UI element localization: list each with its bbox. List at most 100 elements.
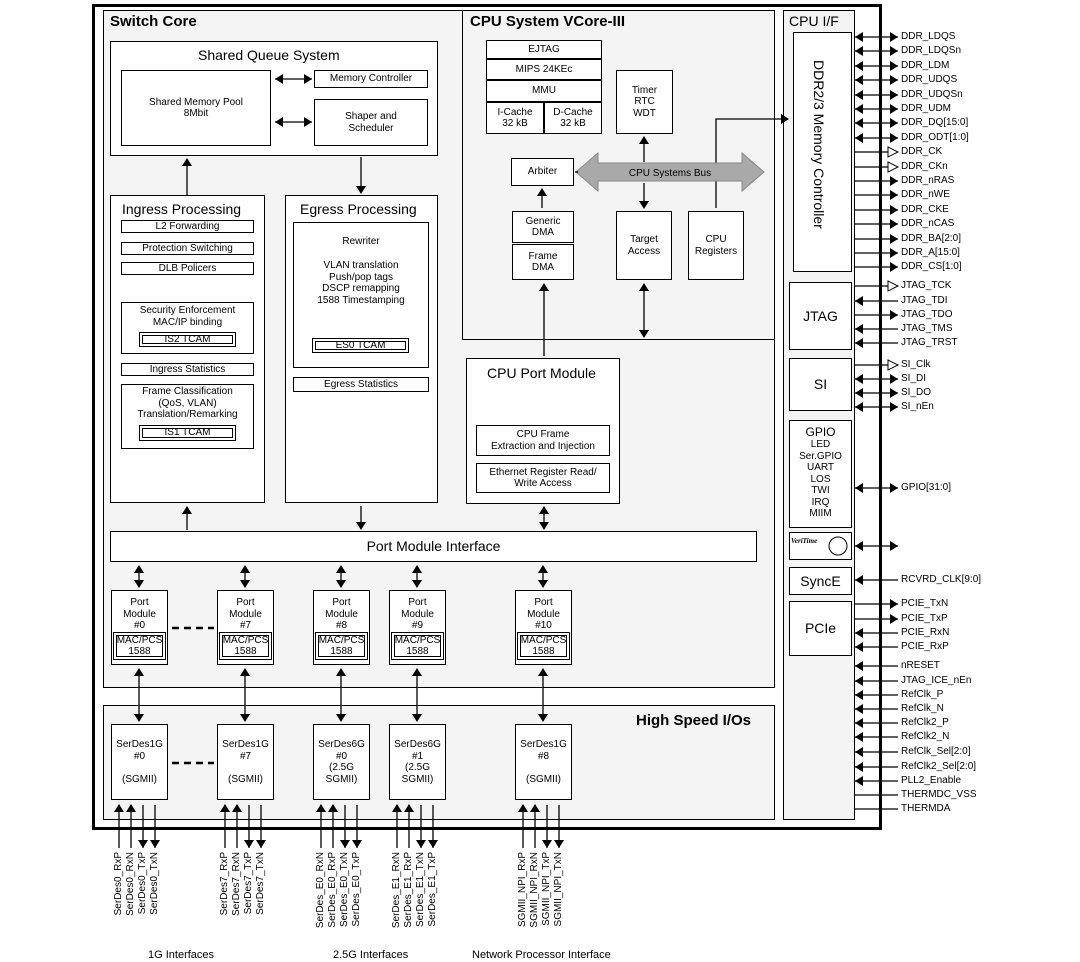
pin-label: PCIE_TxP [901, 613, 948, 624]
rewriter-body: VLAN translation Push/pop tags DSCP rema… [317, 260, 405, 306]
pin-label: DDR_LDQSn [901, 45, 962, 56]
pin-label: SI_Clk [901, 359, 931, 370]
arrowhead [416, 840, 426, 848]
arrowhead [356, 522, 366, 530]
arrowhead [538, 668, 548, 676]
pcie-block: PCIe [789, 601, 852, 656]
arrowhead [220, 804, 230, 812]
arrowhead [232, 804, 242, 812]
arrowhead [855, 324, 863, 334]
port-module-label: Port Module #8 [325, 597, 358, 631]
arrowhead [336, 565, 346, 573]
gpio-block [789, 420, 852, 528]
arrowhead [639, 283, 649, 291]
arrowhead [855, 776, 863, 786]
arrowhead [890, 118, 898, 128]
ddr-memory-controller [793, 32, 852, 272]
arrowhead [182, 158, 192, 166]
shared-memory-pool: Shared Memory Pool 8Mbit [121, 70, 271, 146]
arrowhead [855, 402, 863, 412]
arrowhead [404, 804, 414, 812]
generic-dma: Generic DMA [512, 211, 574, 243]
footer-1g-interfaces: 1G Interfaces [148, 949, 215, 961]
pin-label: PLL2_Enable [901, 775, 962, 786]
mips-24kec: MIPS 24KEc [486, 59, 602, 80]
pin-label: GPIO[31:0] [901, 482, 952, 493]
pin-label: JTAG_TDO [901, 309, 953, 320]
arrowhead [240, 580, 250, 588]
egress-title: Egress Processing [300, 201, 417, 217]
pin-label: JTAG_TRST [901, 337, 958, 348]
arrowhead [530, 804, 540, 812]
protection-switching: Protection Switching [121, 242, 254, 255]
arrowhead [890, 61, 898, 71]
l2-forwarding: L2 Forwarding [121, 220, 254, 233]
arrowhead [304, 117, 312, 127]
arrowhead [890, 248, 898, 258]
is1-tcam: IS1 TCAM [139, 425, 236, 441]
cpu-port-module-title: CPU Port Module [487, 365, 596, 381]
pin-label: THERMDC_VSS [901, 789, 977, 800]
pin-label: PCIE_TxN [901, 598, 949, 609]
ingress-title: Ingress Processing [122, 201, 242, 217]
arrowhead [855, 75, 863, 85]
mac-pcs-1588: MAC/PCS 1588 [391, 632, 444, 660]
arrowhead [542, 840, 552, 848]
port-module-label: Port Module #10 [527, 597, 560, 631]
arrowhead [890, 32, 898, 42]
arrowhead [890, 104, 898, 114]
pin-label: DDR_BA[2:0] [901, 233, 962, 244]
arrowhead [518, 804, 528, 812]
shaper-scheduler: Shaper and Scheduler [314, 99, 428, 146]
pin-label: DDR_A[15:0] [901, 247, 960, 258]
pin-label: SI_DI [901, 373, 927, 384]
arrowhead [890, 75, 898, 85]
arrowhead [182, 506, 192, 514]
cpu-if-title: CPU I/F [789, 13, 839, 29]
jtag-block: JTAG [789, 282, 852, 350]
ddr-label: DDR2/3 Memory Controller [811, 60, 827, 229]
arrowhead [890, 176, 898, 186]
arrowhead [138, 840, 148, 848]
pin-label: JTAG_ICE_nEn [901, 675, 972, 686]
arrowhead [412, 565, 422, 573]
pin-label: DDR_ODT[1:0] [901, 132, 969, 143]
serdes-block-0: SerDes1G #0 (SGMII) [111, 724, 168, 800]
arrowhead [639, 330, 649, 338]
arrowhead [134, 714, 144, 722]
arrowhead [855, 118, 863, 128]
port-module-interface: Port Module Interface [110, 531, 757, 562]
arrowhead [356, 186, 366, 194]
pin-label: RefClk_Sel[2:0] [901, 746, 971, 757]
arrowhead [890, 483, 898, 493]
pin-label: DDR_nCAS [901, 218, 955, 229]
arrowhead [890, 205, 898, 215]
cpu-registers: CPU Registers [688, 211, 744, 280]
arrowhead [855, 90, 863, 100]
shared-queue-title: Shared Queue System [198, 47, 340, 63]
arrowhead [855, 32, 863, 42]
arrowhead [240, 565, 250, 573]
footer-25g-interfaces: 2.5G Interfaces [333, 949, 409, 961]
arrowhead [336, 668, 346, 676]
arrowhead [855, 338, 863, 348]
arrowhead [304, 74, 312, 84]
es0-tcam: ES0 TCAM [312, 338, 409, 353]
serdes-block-3: SerDes6G #1 (2.5G SGMII) [389, 724, 446, 800]
arrowhead [855, 628, 863, 638]
arrowhead [890, 402, 898, 412]
arrowhead [336, 714, 346, 722]
arrowhead [352, 840, 362, 848]
arrowhead [855, 46, 863, 56]
pin-label: DDR_CKn [901, 161, 948, 172]
pin-label: DDR_LDM [901, 60, 950, 71]
arrowhead [539, 506, 549, 514]
arrowhead [538, 580, 548, 588]
pin-label: DDR_CKE [901, 204, 949, 215]
pin-label: RefClk2_N [901, 731, 950, 742]
pin-label: DDR_LDQS [901, 31, 956, 42]
pin-label: RCVRD_CLK[9:0] [901, 574, 982, 585]
mac-pcs-1588: MAC/PCS 1588 [517, 632, 570, 660]
cpu-systems-bus-label: CPU Systems Bus [629, 168, 711, 179]
pin-label: DDR_DQ[15:0] [901, 117, 969, 128]
